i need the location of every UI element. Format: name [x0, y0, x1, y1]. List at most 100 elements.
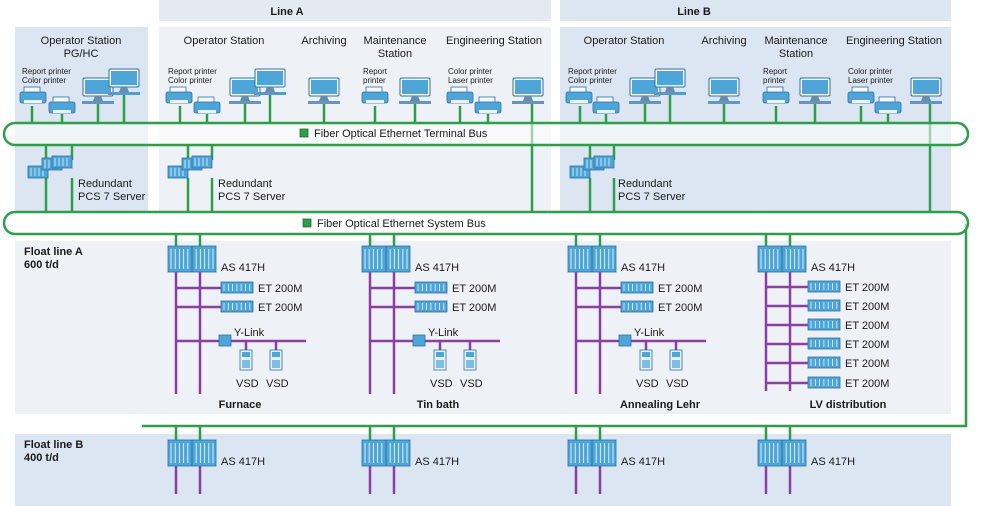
archiving-monitor-icon — [708, 77, 740, 104]
report-printer-icon — [565, 86, 593, 104]
as417h-b-2 — [567, 439, 617, 467]
et200m-label: ET 200M — [658, 302, 702, 314]
archiving-a-label: Archiving — [301, 35, 346, 47]
maintenance-monitor-icon — [799, 77, 831, 104]
et200m-5-lv — [807, 356, 841, 369]
devices-layer — [19, 68, 942, 179]
as417h-a-1 — [361, 245, 411, 273]
maintenance-monitor-icon — [399, 77, 431, 104]
archiving-b-label: Archiving — [701, 35, 746, 47]
as417h-a-2 — [567, 245, 617, 273]
system-bus — [2, 210, 970, 236]
et200m-4-lv — [807, 337, 841, 350]
as417h-b-label: AS 417H — [811, 456, 855, 468]
bus-connections — [30, 95, 968, 440]
engineering-a-label: Engineering Station — [446, 35, 542, 47]
vsd-icon-1 — [639, 349, 653, 371]
et200m-1-lv — [807, 280, 841, 293]
as417h-b-label: AS 417H — [221, 456, 265, 468]
y-link-label: Y-Link — [428, 327, 459, 339]
field-bus-layer — [174, 272, 808, 494]
vsd-label: VSD — [636, 378, 659, 390]
et200m-2-0 — [220, 300, 254, 313]
y-link-icon — [412, 334, 426, 347]
server-pg-icon — [27, 155, 73, 179]
color-printer-icon — [592, 96, 620, 114]
et200m-label: ET 200M — [658, 283, 702, 295]
engineering-monitor-icon — [512, 77, 544, 104]
et200m-label: ET 200M — [845, 301, 889, 313]
line-a-label: Line A — [270, 6, 303, 18]
engineering-monitor-icon — [910, 77, 942, 104]
laser-printer-icon — [874, 96, 902, 114]
et200m-1-2 — [620, 281, 654, 294]
et200m-2-2 — [620, 300, 654, 313]
as417h-a-0 — [167, 245, 217, 273]
vsd-icon-2 — [669, 349, 683, 371]
et200m-1-1 — [414, 281, 448, 294]
system-bus-label: Fiber Optical Ethernet System Bus — [317, 218, 486, 230]
et200m-2-1 — [414, 300, 448, 313]
vsd-label: VSD — [460, 378, 483, 390]
report-printer-icon — [361, 86, 389, 104]
et200m-label: ET 200M — [258, 302, 302, 314]
monitor-icon — [82, 77, 114, 104]
monitor-icon — [108, 68, 140, 95]
et200m-label: ET 200M — [845, 358, 889, 370]
report-printer-icon — [762, 86, 790, 104]
vsd-label: VSD — [236, 378, 259, 390]
as417h-b-1 — [361, 439, 411, 467]
monitor-icon — [654, 68, 686, 95]
as417h-b-label: AS 417H — [621, 456, 665, 468]
vsd-label: VSD — [266, 378, 289, 390]
as417h-a-label: AS 417H — [621, 262, 665, 274]
et200m-1-0 — [220, 281, 254, 294]
terminal-bus-label: Fiber Optical Ethernet Terminal Bus — [314, 128, 488, 140]
vsd-label: VSD — [430, 378, 453, 390]
y-link-icon — [618, 334, 632, 347]
area-label-lv-distribution: LV distribution — [810, 399, 887, 411]
as417h-a-3 — [757, 245, 807, 273]
et200m-label: ET 200M — [452, 302, 496, 314]
line-b-label: Line B — [677, 6, 711, 18]
report-printer-icon — [19, 86, 47, 104]
server-a-icon — [167, 155, 213, 179]
operator-station-b-label: Operator Station — [584, 35, 665, 47]
as417h-a-label: AS 417H — [415, 262, 459, 274]
server-b-icon — [569, 155, 615, 179]
et200m-label: ET 200M — [452, 283, 496, 295]
y-link-label: Y-Link — [634, 327, 665, 339]
et200m-3-lv — [807, 318, 841, 331]
terminal-bus — [2, 121, 970, 147]
monitor-icon — [629, 77, 661, 104]
report-printer-icon — [165, 86, 193, 104]
area-label-tin-bath: Tin bath — [417, 399, 460, 411]
terminal-bus-marker — [299, 128, 309, 138]
et200m-6-lv — [807, 376, 841, 389]
operator-station-a-label: Operator Station — [184, 35, 265, 47]
et200m-2-lv — [807, 299, 841, 312]
y-link-label: Y-Link — [234, 327, 265, 339]
engineering-b-label: Engineering Station — [846, 35, 942, 47]
et200m-label: ET 200M — [845, 339, 889, 351]
et200m-label: ET 200M — [845, 282, 889, 294]
et200m-label: ET 200M — [845, 378, 889, 390]
as417h-b-0 — [167, 439, 217, 467]
vsd-icon-1 — [239, 349, 253, 371]
et200m-label: ET 200M — [258, 283, 302, 295]
